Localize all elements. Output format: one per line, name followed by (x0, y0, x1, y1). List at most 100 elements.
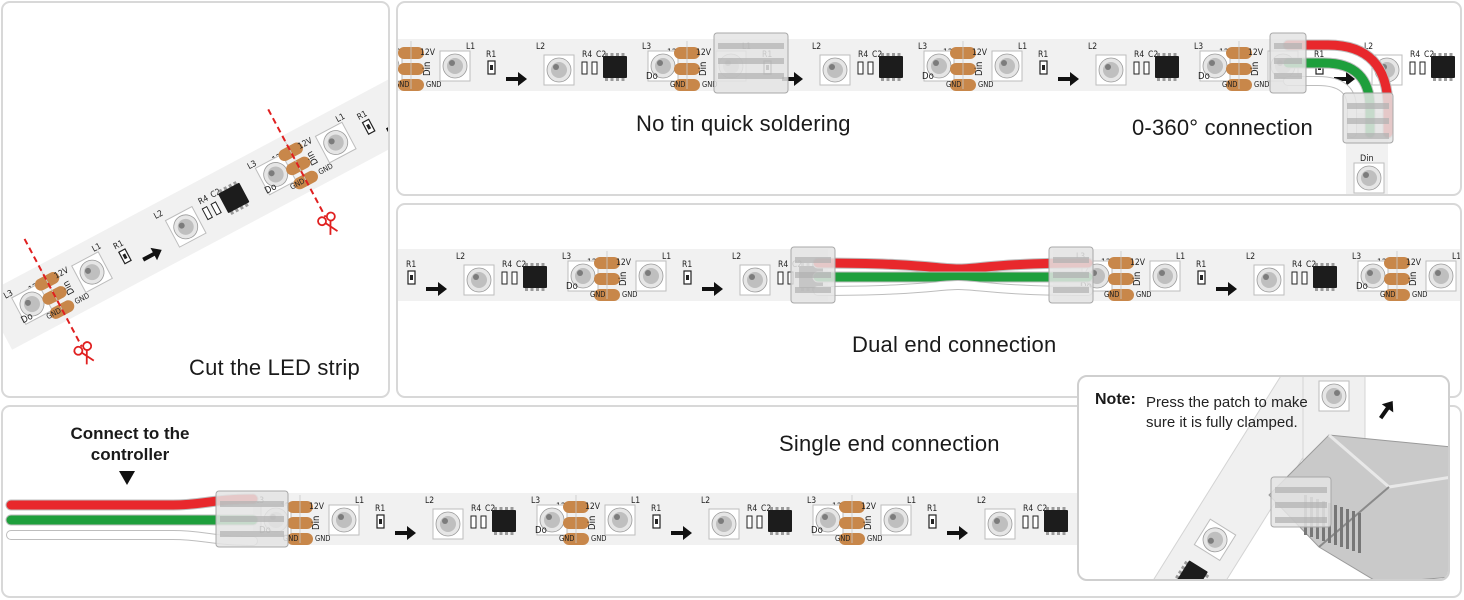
connector-clip (215, 490, 289, 548)
controller-label: Connect to the controller (70, 424, 190, 464)
pcb-label: GND (1136, 290, 1151, 299)
pcb-label: L3 (531, 496, 540, 506)
strip-segment: L312VDo12VDinGNDGNDL1R1L2R4C2 (406, 252, 547, 296)
pcb-label: R1 (927, 504, 937, 514)
pcb-label: L1 (1176, 252, 1185, 262)
pcb-label: Do (1198, 71, 1210, 82)
pcb-label: R1 (486, 50, 496, 60)
cut-strip-illustration: L312VDo12VDinGNDGNDL1R1L2R4C2L312VDo12VD… (3, 50, 388, 365)
arrow-right-icon (671, 526, 692, 540)
pcb-label: L2 (701, 496, 710, 506)
pcb-label: L2 (425, 496, 434, 506)
pcb-label: R4 (747, 504, 757, 514)
pcb-label: Do (1356, 281, 1368, 292)
pcb-label: L1 (355, 496, 364, 506)
clamp-rib (1352, 511, 1355, 551)
pcb-label: L1 (907, 496, 916, 506)
pcb-label: GND (1412, 290, 1427, 299)
arrow-right-icon (782, 72, 803, 86)
corner-connection: Din (1269, 32, 1394, 194)
pcb-label: R4 (582, 50, 592, 60)
rotation-caption: 0-360° connection (1132, 115, 1313, 140)
pcb-label: GND (978, 80, 993, 89)
pcb-label: Din (974, 62, 985, 76)
pcb-label: L3 (1194, 42, 1203, 52)
led-chip-icon (604, 504, 636, 536)
pcb-label: L2 (152, 209, 165, 222)
single-end-caption: Single end connection (779, 431, 1000, 456)
pcb-label: GND (867, 534, 882, 543)
clamp-rib (1334, 505, 1337, 545)
pcb-label: GND (590, 290, 605, 299)
led-chip-icon (432, 508, 464, 540)
pcb-label: GND (398, 80, 409, 89)
pcb-label: 12V (585, 502, 601, 512)
pcb-label: R4 (1410, 50, 1420, 60)
connector-clip (790, 246, 836, 304)
strip-segment: L312VDo12VDinGNDGNDL1R1L2R4C2 (1352, 251, 1461, 301)
pcb-label: Do (811, 525, 823, 536)
pcb-label: Din (587, 516, 598, 530)
strip-segment: L312VDo12VDinGNDGNDL1R1L2R4C2 (807, 495, 1068, 545)
led-chip-icon (254, 153, 297, 196)
strip-segment: L312VDo12VDinGNDGNDL1R1L2R4C2 (398, 41, 627, 91)
pcb-label: GND (702, 80, 717, 89)
ic-chip-icon (879, 53, 903, 81)
pcb-label: 12V (1406, 258, 1422, 268)
single-end-illustration: L312VDo12VDinGNDGNDL1R1L2R4C2L312VDo12VD… (5, 471, 1093, 548)
dual-end-panel: L312VDo12VDinGNDGNDL1R1L2R4C2L312VDo12VD… (396, 203, 1462, 398)
led-chip-icon (1193, 518, 1237, 562)
arrow-right-icon (947, 526, 968, 540)
pcb-label: C2 (1037, 504, 1047, 514)
cut-line (23, 238, 83, 348)
led-chip-icon (647, 50, 679, 82)
led-chip-icon (11, 283, 53, 326)
pcb-label: C2 (1148, 50, 1158, 60)
ic-chip-icon (768, 507, 792, 535)
pcb-label: GND (315, 534, 330, 543)
led-chip-icon (708, 508, 740, 540)
pcb-label: R1 (375, 504, 385, 514)
pcb-label: GND (559, 534, 574, 543)
pcb-label: R4 (1134, 50, 1144, 60)
pcb-label: L3 (918, 42, 927, 52)
pcb-label: R4 (778, 260, 788, 270)
pcb-label: GND (1254, 80, 1269, 89)
led-strip (253, 493, 1093, 545)
pcb-label: L2 (1364, 42, 1373, 52)
arrow-right-icon (1379, 400, 1394, 420)
led-chip-icon (1318, 380, 1350, 412)
pcb-label: 12V (972, 48, 988, 58)
pcb-label: 12V (420, 48, 436, 58)
soldering-panel: L312VDo12VDinGNDGNDL1R1L2R4C2L312VDo12VD… (396, 1, 1462, 196)
pcb-label: L3 (562, 252, 571, 262)
pcb-label: GND (591, 534, 606, 543)
led-chip-icon (812, 504, 844, 536)
pcb-label: L2 (1246, 252, 1255, 262)
pcb-label: 12V (696, 48, 712, 58)
led-chip-icon (314, 121, 357, 164)
pcb-label: L2 (1088, 42, 1097, 52)
pcb-label: C2 (872, 50, 882, 60)
clamp-rib (1358, 513, 1361, 553)
pcb-label: R1 (682, 260, 692, 270)
note-title: Note: (1095, 391, 1136, 408)
soldering-caption: No tin quick soldering (636, 111, 851, 136)
cut-line (267, 108, 327, 218)
pcb-label: C2 (596, 50, 606, 60)
pcb-label: R1 (1314, 50, 1324, 60)
led-chip-icon (819, 54, 851, 86)
pcb-label: 12V (1130, 258, 1146, 268)
arrow-right-icon (506, 72, 527, 86)
ic-chip-icon (1044, 507, 1068, 535)
ic-chip-icon (1313, 263, 1337, 291)
led-chip-icon (1199, 50, 1231, 82)
pcb-label: C2 (485, 504, 495, 514)
pcb-label: L1 (662, 252, 671, 262)
led-chip-icon (1095, 54, 1127, 86)
triangle-down-icon (119, 471, 135, 485)
pcb-label: L1 (1452, 252, 1461, 262)
pcb-label: R4 (858, 50, 868, 60)
strip-segment: L312VDo12VDinGNDGNDL1R1L2R4C2 (531, 495, 792, 545)
pcb-label: L2 (977, 496, 986, 506)
